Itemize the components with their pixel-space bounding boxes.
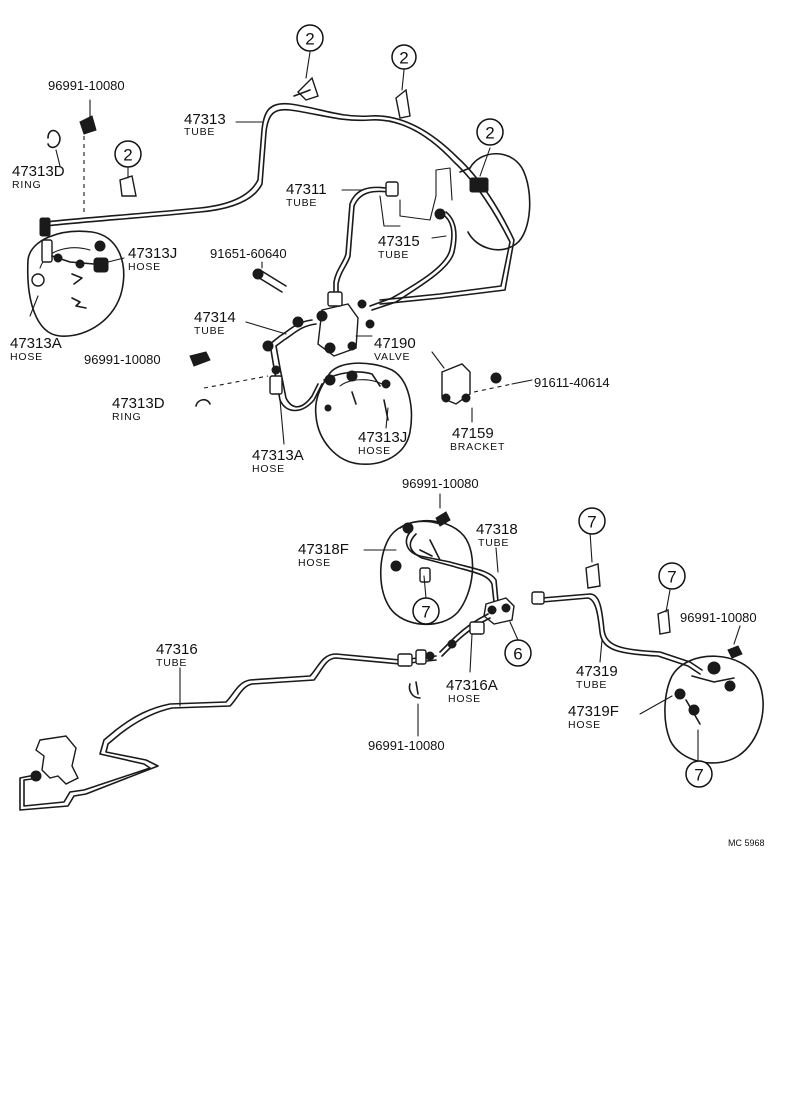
callout-7-d-text: 7 [694,766,703,785]
callout-6-text: 6 [513,645,522,664]
ring-47313D-b [195,375,269,407]
label-47316-sub: TUBE [156,657,187,669]
label-96991-e: 96991-10080 [680,610,757,625]
callout-2-a-text: 2 [305,30,314,49]
label-47318F-sub: HOSE [298,557,331,569]
label-47311-sub: TUBE [286,197,317,209]
clip-2-b [395,88,411,119]
callout-7-c-text: 7 [667,568,676,587]
callout-7-a: 7 [412,597,440,625]
brake-booster [379,153,531,251]
rear-tee-fitting [30,735,79,785]
label-47314-sub: TUBE [194,325,225,337]
label-47313D-a-sub: RING [12,179,41,191]
label-47319F: 47319F [568,703,619,720]
callout-7-c: 7 [658,562,686,590]
label-47159-sub: BRACKET [450,441,505,453]
label-47314: 47314 [194,309,236,326]
clip-2-a [293,76,319,101]
tube-47311 [333,181,399,297]
label-47313J-b: 47313J [358,429,407,446]
label-47319F-sub: HOSE [568,719,601,731]
label-47313D-b: 47313D [112,395,165,412]
tube-47313 [45,102,515,305]
callout-7-a-text: 7 [421,603,430,622]
label-47315: 47315 [378,233,420,250]
front-right-brake-drum [314,362,413,465]
tube-47314 [262,316,323,412]
label-47313: 47313 [184,111,226,128]
label-47313A-b: 47313A [252,447,304,464]
label-47316: 47316 [156,641,198,658]
tube-47315 [369,208,457,311]
tube-47316 [19,649,437,811]
callout-2-c: 2 [114,140,142,168]
leader-lines [29,51,741,761]
rear-junction-block [483,597,515,625]
label-96991-a: 96991-10080 [48,78,125,93]
rear-left-brake-drum [379,511,474,626]
label-47313A-a: 47313A [10,335,62,352]
clip-2-c [119,175,137,197]
reference-code: MC 5968 [728,838,765,848]
clip-96991-d [408,681,421,699]
label-47316A: 47316A [446,677,498,694]
bracket-47159 [431,351,513,405]
label-47190-sub: VALVE [374,351,410,363]
clip-96991-b [189,351,211,367]
label-47319-sub: TUBE [576,679,607,691]
callout-2-c-text: 2 [123,146,132,165]
clip-7-bracket-rear-right [585,563,671,635]
label-47316A-sub: HOSE [448,693,481,705]
clip-96991-a [79,115,97,214]
callout-2-d-text: 2 [485,124,494,143]
rear-right-brake-drum [664,645,764,764]
callout-7-d: 7 [685,760,713,788]
label-47313A-b-sub: HOSE [252,463,285,475]
label-47318-sub: TUBE [478,537,509,549]
callout-7-b: 7 [578,507,606,535]
label-47313J-a: 47313J [128,245,177,262]
label-47190: 47190 [374,335,416,352]
label-47313D-a: 47313D [12,163,65,180]
label-47313A-a-sub: HOSE [10,351,43,363]
label-47313J-b-sub: HOSE [358,445,391,457]
callout-7-b-text: 7 [587,513,596,532]
label-96991-c: 96991-10080 [402,476,479,491]
callout-2-d: 2 [476,118,504,146]
label-47319: 47319 [576,663,618,680]
hose-47316A [439,613,491,657]
bolt-91651 [252,268,287,293]
label-47311: 47311 [286,181,327,198]
tube-47319 [531,591,703,675]
label-47315-sub: TUBE [378,249,409,261]
callout-6: 6 [504,639,532,667]
label-47159: 47159 [452,425,494,442]
label-47313-sub: TUBE [184,126,215,138]
callout-2-b: 2 [391,44,417,70]
front-left-brake-drum [26,230,125,337]
label-96991-b: 96991-10080 [84,352,161,367]
label-47318: 47318 [476,521,518,538]
label-47313D-b-sub: RING [112,411,141,423]
callout-2-b-text: 2 [399,49,408,68]
ring-47313D-a [47,129,61,149]
label-96991-d: 96991-10080 [368,738,445,753]
callout-2-a: 2 [296,24,324,52]
tube-47318 [405,529,499,603]
label-91651: 91651-60640 [210,246,287,261]
label-47313J-a-sub: HOSE [128,261,161,273]
label-91611: 91611-40614 [534,375,610,390]
label-47318F: 47318F [298,541,349,558]
proportioning-valve-47190 [316,291,375,357]
